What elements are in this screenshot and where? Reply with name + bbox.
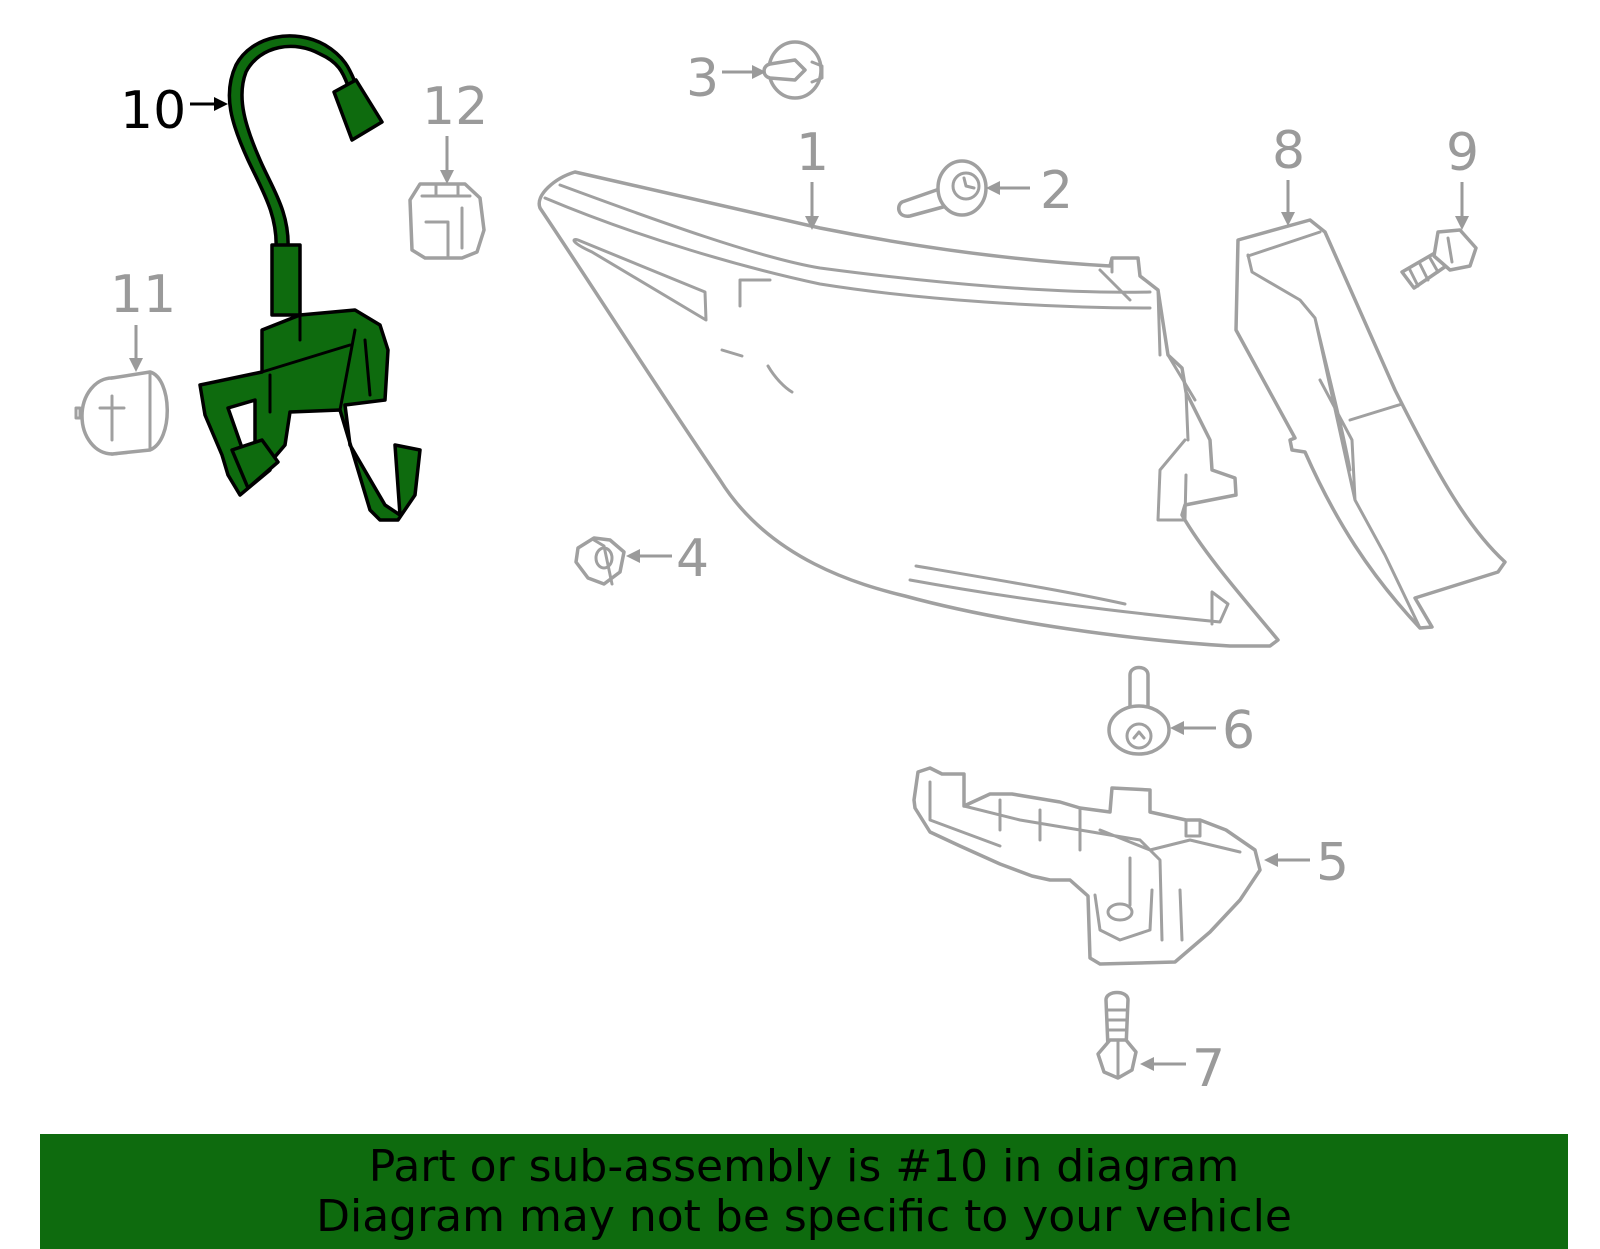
part-3-push-clip[interactable] [762,40,824,100]
arrow-1 [805,182,819,230]
part-5-bracket[interactable] [912,766,1262,966]
arrow-12 [440,136,454,184]
callout-7: 7 [1192,1039,1225,1099]
part-4-nut[interactable] [574,536,626,586]
callout-12: 12 [422,77,488,137]
arrow-9 [1455,182,1469,230]
callout-8: 8 [1272,121,1305,181]
callout-6: 6 [1222,701,1255,761]
part-11-bulb-socket[interactable] [74,370,169,456]
callout-11: 11 [110,265,176,325]
part-10-wiring-harness[interactable] [198,34,422,522]
callout-10: 10 [120,81,186,141]
arrow-8 [1281,180,1295,226]
part-9-bolt[interactable] [1400,228,1478,290]
callout-4: 4 [676,529,709,589]
callout-1: 1 [796,123,829,183]
callout-9: 9 [1446,123,1479,183]
arrow-10 [190,97,228,111]
leader-arrows [129,65,1469,1071]
arrow-5 [1264,853,1310,867]
arrow-7 [1140,1057,1186,1071]
part-8-garnish[interactable] [1234,218,1507,630]
part-7-bolt[interactable] [1096,990,1138,1080]
callout-labels: 10 11 12 3 1 2 8 9 4 6 5 7 [110,49,1479,1099]
arrow-2 [986,181,1030,195]
banner-line-1: Part or sub-assembly is #10 in diagram [368,1140,1240,1192]
arrow-11 [129,325,143,372]
part-2-screw[interactable] [896,159,988,218]
callout-2: 2 [1040,161,1073,221]
part-6-screw[interactable] [1107,665,1171,756]
part-12-connector[interactable] [408,182,486,260]
arrow-3 [722,65,766,79]
part-1-tail-lamp[interactable] [537,170,1280,648]
callout-3: 3 [686,49,719,109]
info-banner: Part or sub-assembly is #10 in diagram D… [40,1134,1568,1249]
banner-line-2: Diagram may not be specific to your vehi… [316,1190,1292,1242]
arrow-6 [1170,721,1216,735]
callout-5: 5 [1316,833,1349,893]
arrow-4 [626,549,672,563]
